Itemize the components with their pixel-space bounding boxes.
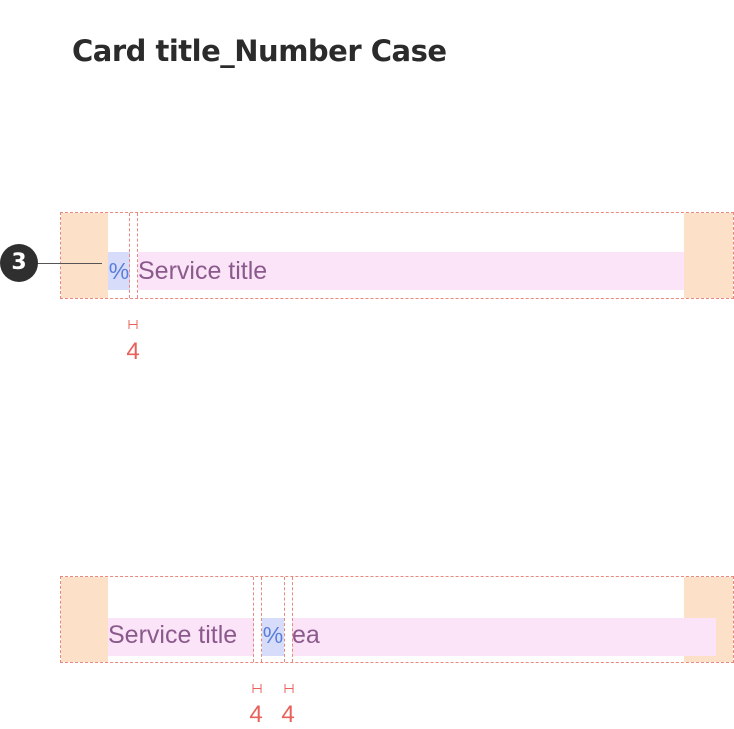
spacing-marker-icon bbox=[284, 684, 294, 693]
spacing-marker-icon bbox=[252, 684, 262, 693]
left-padding-case-b bbox=[61, 577, 108, 662]
guide-line bbox=[137, 213, 138, 298]
guide-line bbox=[253, 577, 254, 662]
service-title-case-a: Service title bbox=[138, 257, 268, 285]
spacing-value-case-b-right: 4 bbox=[281, 701, 295, 728]
callout-badge: 3 bbox=[0, 244, 38, 282]
guide-line bbox=[284, 577, 285, 662]
spacing-value-case-b-left: 4 bbox=[249, 701, 263, 728]
page-title: Card title_Number Case bbox=[72, 34, 447, 68]
guide-line bbox=[129, 213, 130, 298]
number-glyph-case-a: % bbox=[108, 258, 130, 284]
service-title-case-b: Service title bbox=[108, 621, 238, 649]
unit-text-area-case-b bbox=[292, 618, 716, 656]
number-area-case-a bbox=[108, 252, 130, 290]
number-area-case-b bbox=[262, 618, 284, 656]
unit-text-case-b: ea bbox=[292, 621, 320, 649]
guide-line bbox=[292, 577, 293, 662]
spacing-marker-icon bbox=[128, 320, 138, 329]
spacing-value-case-a: 4 bbox=[126, 338, 140, 365]
guide-line bbox=[261, 577, 262, 662]
service-title-area-case-b bbox=[108, 618, 254, 656]
service-title-area-case-a bbox=[138, 252, 684, 290]
callout-leader-line bbox=[36, 263, 102, 264]
left-padding-case-a bbox=[61, 213, 108, 298]
right-padding-case-a bbox=[684, 213, 733, 298]
number-glyph-case-b: % bbox=[262, 622, 284, 648]
